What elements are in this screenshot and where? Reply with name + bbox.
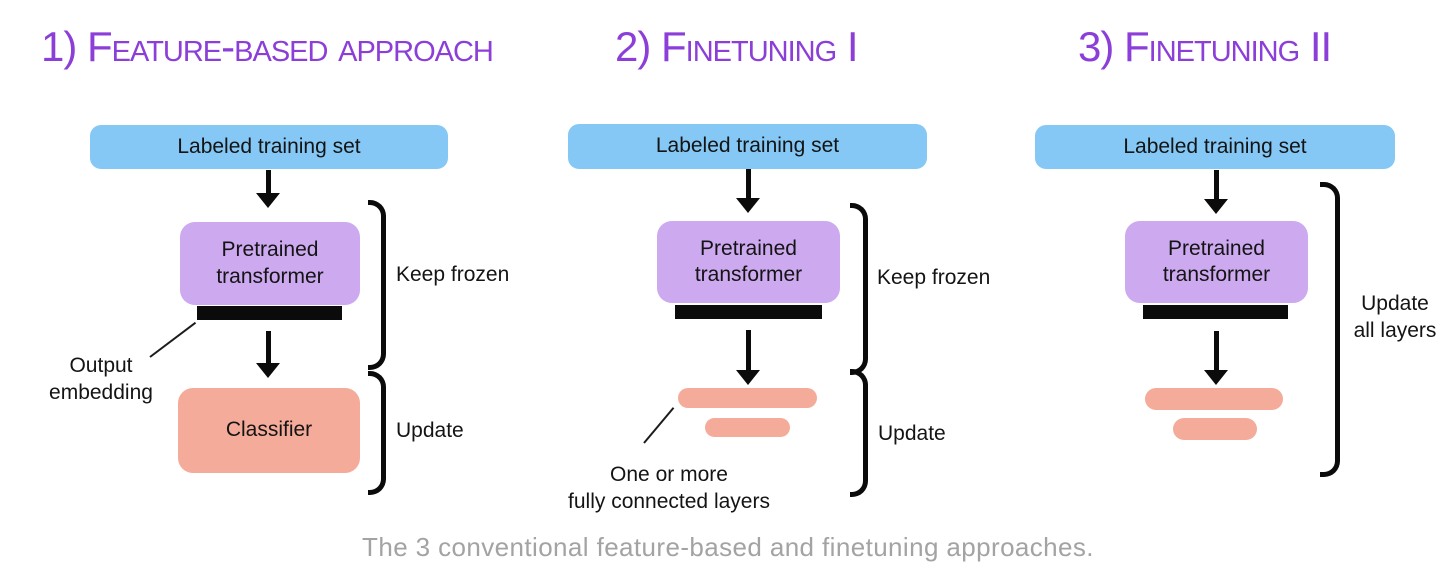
arrow-head: [256, 363, 280, 378]
labeled-training-set-box: Labeled training set: [1035, 125, 1395, 169]
annotation-line: One or more: [610, 463, 728, 486]
arrow-stem: [745, 169, 751, 198]
pretrained-transformer-box: Pretrained transformer: [180, 222, 360, 305]
labeled-training-set-box: Labeled training set: [90, 125, 448, 169]
arrow-head: [256, 193, 280, 208]
arrow-head: [1204, 370, 1228, 385]
classifier-box: Classifier: [178, 388, 360, 473]
keep-frozen-brace: [368, 200, 386, 370]
pretrained-transformer-box: Pretrained transformer: [657, 221, 840, 303]
annotation-pointer-line: [643, 407, 675, 444]
fc-layer-pill-narrow: [1173, 418, 1257, 440]
annotation-line: all layers: [1353, 319, 1437, 343]
section-heading-1: 1) Feature-based approach: [41, 23, 494, 70]
output-embedding-bar: [197, 306, 342, 320]
arrow-head: [736, 370, 760, 385]
down-arrow-icon: [1204, 170, 1228, 214]
keep-frozen-label: Keep frozen: [396, 263, 510, 286]
output-embedding-bar: [1143, 305, 1288, 319]
arrow-stem: [265, 331, 271, 363]
annotation-line: fully connected layers: [568, 490, 770, 514]
down-arrow-icon: [256, 331, 280, 378]
down-arrow-icon: [1204, 331, 1228, 385]
arrow-stem: [1213, 331, 1219, 370]
pretrained-transformer-box: Pretrained transformer: [1125, 221, 1308, 303]
fc-layer-pill-narrow: [705, 418, 790, 437]
section-heading-2: 2) Finetuning I: [615, 23, 859, 70]
update-brace: [368, 371, 386, 495]
down-arrow-icon: [736, 330, 760, 385]
update-all-layers-label: Update all layers: [1338, 290, 1452, 345]
arrow-head: [736, 198, 760, 213]
section-heading-3: 3) Finetuning II: [1078, 23, 1332, 70]
figure-caption: The 3 conventional feature-based and fin…: [362, 532, 1094, 562]
output-embedding-annotation: Output embedding: [25, 352, 177, 407]
update-brace: [850, 369, 868, 497]
arrow-head: [1204, 199, 1228, 214]
fc-layer-pill-wide: [1145, 388, 1283, 410]
update-all-layers-brace: [1320, 182, 1340, 477]
update-label: Update: [878, 422, 946, 445]
update-label: Update: [396, 419, 464, 442]
fc-layer-pill-wide: [678, 388, 817, 408]
keep-frozen-brace: [850, 203, 868, 375]
annotation-line: Output: [69, 354, 133, 377]
keep-frozen-label: Keep frozen: [877, 266, 991, 289]
fc-layers-annotation: One or more fully connected layers: [554, 461, 784, 516]
annotation-line: embedding: [49, 381, 153, 405]
arrow-stem: [265, 170, 271, 193]
arrow-stem: [745, 330, 751, 370]
annotation-line: Update: [1361, 292, 1429, 315]
output-embedding-bar: [675, 305, 822, 319]
down-arrow-icon: [256, 170, 280, 208]
down-arrow-icon: [736, 169, 760, 213]
labeled-training-set-box: Labeled training set: [568, 124, 927, 169]
arrow-stem: [1213, 170, 1219, 199]
